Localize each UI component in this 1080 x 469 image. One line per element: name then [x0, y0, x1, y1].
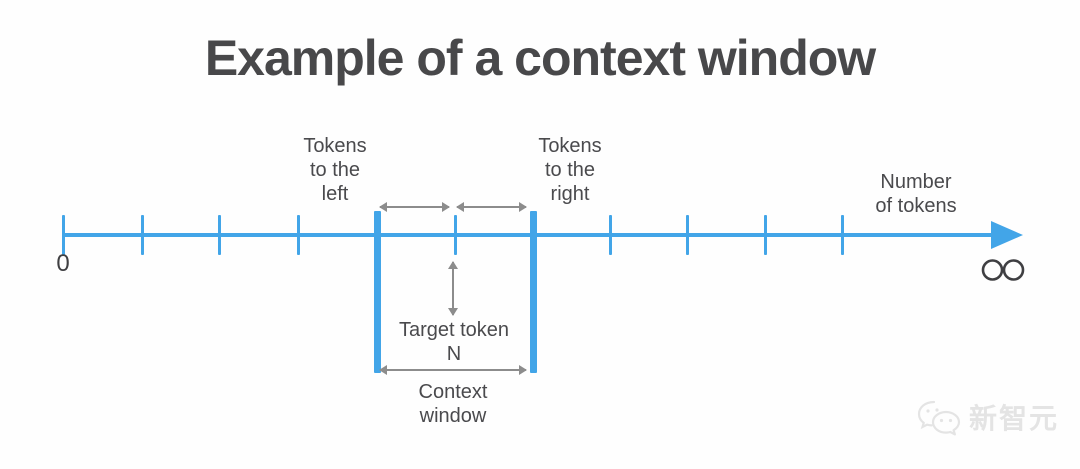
left-span-arrow-icon — [379, 202, 450, 212]
axis-tick — [140, 215, 144, 255]
axis-tick — [61, 215, 65, 255]
context-window-boundary — [529, 211, 537, 373]
target-token-arrow-icon — [448, 261, 458, 316]
axis-tick — [608, 215, 612, 255]
label-line: Context — [418, 381, 488, 403]
label-line: Target token — [398, 319, 510, 341]
context-window-boundary — [373, 211, 381, 373]
axis-tick — [840, 215, 844, 255]
label-line: right — [550, 183, 590, 205]
axis-tick — [685, 215, 689, 255]
axis-line — [63, 233, 993, 237]
tokens-right-label: Tokens to the right — [538, 134, 601, 206]
label-line: to the — [544, 159, 596, 181]
infinity-icon — [980, 257, 1026, 288]
origin-label: 0 — [56, 250, 70, 277]
axis-arrowhead-icon — [991, 221, 1023, 249]
watermark-brand-text: 新智元 — [969, 403, 1060, 434]
target-token-label: Target token N — [399, 318, 509, 366]
context-window-arrow-icon — [379, 365, 527, 375]
label-line: of tokens — [875, 195, 957, 217]
context-window-label: Context window — [419, 380, 488, 428]
label-line: Number — [880, 171, 952, 193]
right-span-arrow-icon — [456, 202, 527, 212]
wechat-icon — [916, 398, 962, 440]
axis-title-label: Number of tokens — [875, 170, 956, 218]
label-line: Tokens — [303, 135, 367, 157]
axis-tick — [763, 215, 767, 255]
label-line: left — [321, 183, 349, 205]
label-line: N — [446, 343, 462, 365]
watermark: 新智元 — [916, 398, 1059, 440]
axis-tick — [453, 215, 457, 255]
label-line: window — [419, 405, 487, 427]
tokens-left-label: Tokens to the left — [303, 134, 366, 206]
page-title: Example of a context window — [204, 30, 876, 86]
label-line: to the — [309, 159, 361, 181]
axis-tick — [217, 215, 221, 255]
label-line: Tokens — [538, 135, 602, 157]
axis-tick — [296, 215, 300, 255]
